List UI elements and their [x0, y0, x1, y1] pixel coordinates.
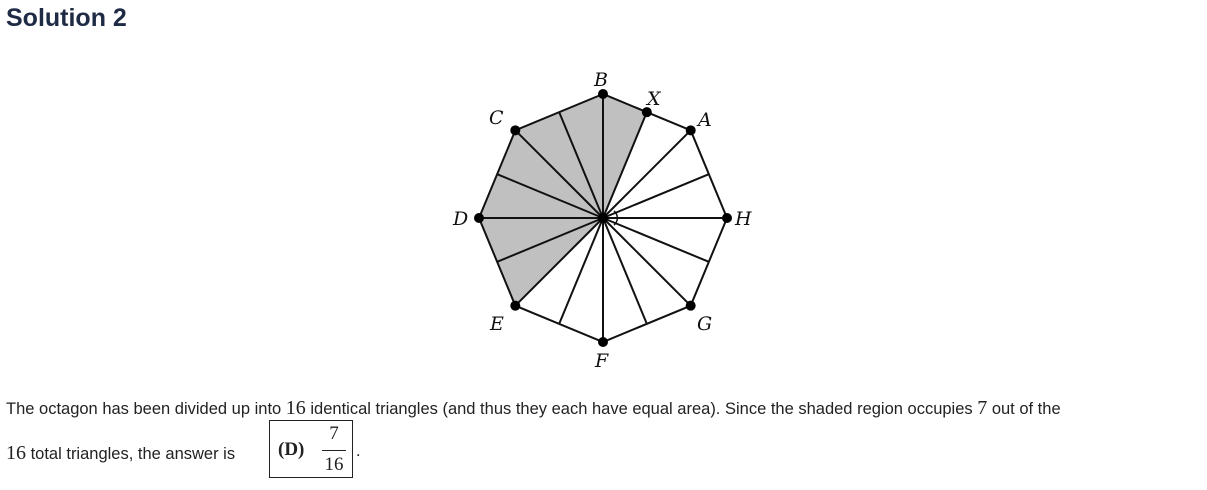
text: identical triangles (and thus they each …	[305, 400, 978, 418]
label-D: D	[452, 208, 468, 230]
solution-heading: Solution 2	[6, 4, 127, 32]
vertex-dot	[510, 300, 521, 311]
label-A: A	[696, 109, 712, 131]
shaded-region	[479, 94, 647, 306]
radial-line	[602, 217, 648, 325]
vertex-dot	[510, 125, 521, 136]
boxed-answer: (D) 7 16	[269, 420, 353, 478]
shaded-triangle	[515, 112, 603, 218]
angle-mark-icon	[613, 210, 619, 226]
vertex-dot	[685, 300, 696, 311]
text: The octagon has been divided up into	[6, 400, 286, 418]
radial-line	[496, 217, 604, 263]
period: .	[356, 442, 361, 460]
octagon-figure: B X A C D H E G F	[452, 69, 752, 372]
radial-line	[602, 173, 710, 219]
explanation-line-1: The octagon has been divided up into 16 …	[6, 397, 1061, 420]
shaded-triangle	[559, 94, 603, 218]
octagon-lines	[477, 92, 729, 344]
radial-line	[602, 217, 710, 263]
label-X: X	[645, 88, 662, 110]
label-F: F	[594, 350, 609, 372]
math-number: 16	[6, 442, 26, 464]
explanation-line-2: 16 total triangles, the answer is	[6, 442, 235, 465]
fraction-bar	[322, 450, 346, 451]
math-number: 16	[285, 397, 306, 419]
point-x-dot	[641, 107, 652, 118]
shaded-triangle	[603, 94, 647, 218]
radial-line	[602, 129, 692, 219]
shaded-triangle	[497, 130, 603, 218]
center-dot	[598, 213, 608, 223]
answer-letter: (D)	[278, 439, 305, 460]
label-C: C	[489, 107, 504, 129]
radial-line	[558, 111, 604, 219]
answer-numerator: 7	[329, 423, 339, 444]
label-G: G	[697, 313, 712, 335]
label-B: B	[593, 69, 608, 91]
answer-denominator: 16	[324, 454, 344, 475]
vertex-dots	[474, 89, 732, 347]
text: out of the	[987, 400, 1061, 418]
radial-line	[514, 129, 604, 219]
radial-line	[602, 111, 648, 219]
vertex-dot	[598, 89, 608, 99]
radial-line	[514, 217, 604, 307]
vertex-dot	[474, 213, 484, 223]
label-H: H	[734, 208, 752, 230]
vertex-dot	[722, 213, 732, 223]
shaded-triangle	[479, 218, 603, 262]
vertex-dot	[598, 337, 608, 347]
radial-line	[496, 173, 604, 219]
math-number: 7	[977, 397, 988, 419]
text: total triangles, the answer is	[26, 445, 236, 463]
vertex-dot	[685, 125, 696, 136]
radial-line	[602, 217, 692, 307]
label-E: E	[489, 313, 504, 335]
shaded-triangle	[497, 218, 603, 306]
radial-line	[558, 217, 604, 325]
shaded-triangle	[479, 174, 603, 218]
